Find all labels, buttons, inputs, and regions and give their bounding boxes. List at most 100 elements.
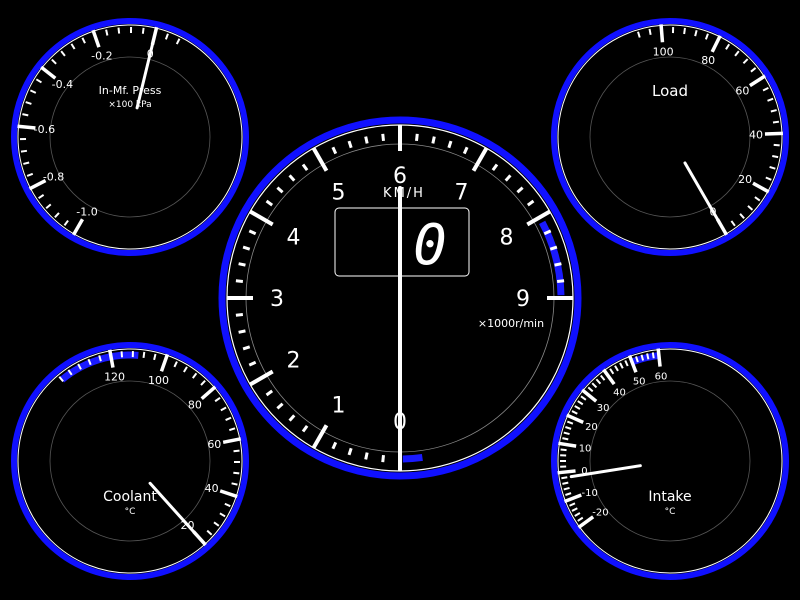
minor-tick — [219, 512, 226, 518]
minor-tick — [577, 516, 584, 522]
major-tick — [17, 124, 36, 130]
tick-label: 30 — [597, 403, 610, 414]
minor-tick — [231, 482, 238, 486]
minor-tick — [25, 101, 32, 105]
gauge-inner-ring — [17, 24, 243, 250]
gauge-title: Intake — [648, 489, 691, 505]
minor-tick — [331, 146, 338, 155]
tick-label: -0.2 — [91, 50, 112, 63]
minor-tick — [571, 507, 578, 512]
tick-label: 80 — [701, 54, 715, 67]
minor-tick — [554, 262, 562, 267]
minor-tick — [26, 172, 34, 177]
tick-label: 4 — [286, 226, 300, 251]
minor-tick — [248, 229, 257, 236]
gauge-needle — [683, 161, 722, 226]
minor-tick — [504, 174, 512, 182]
minor-tick — [22, 113, 29, 117]
tick-label: 6 — [393, 164, 407, 189]
tacho-redzone — [539, 220, 565, 296]
minor-tick — [549, 245, 558, 251]
minor-tick — [491, 163, 499, 172]
minor-tick — [173, 361, 178, 368]
major-tick — [581, 388, 598, 403]
coolant-temp-gauge: 20406080100120 Coolant °C — [11, 342, 249, 580]
minor-tick — [730, 220, 736, 227]
gauge-ring — [11, 342, 249, 580]
minor-tick — [238, 329, 246, 334]
minor-tick — [200, 379, 206, 386]
major-tick — [558, 441, 577, 448]
minor-tick — [562, 481, 569, 485]
gauge-ring — [551, 342, 789, 580]
minor-tick — [772, 120, 780, 124]
gauge-unit: °C — [665, 507, 676, 517]
major-tick — [249, 369, 274, 387]
minor-tick — [35, 78, 42, 84]
minor-tick — [566, 420, 574, 425]
tick-label: 20 — [738, 173, 752, 186]
major-tick — [219, 489, 238, 499]
major-tick — [659, 24, 665, 43]
major-tick — [764, 131, 783, 136]
minor-tick — [587, 386, 594, 393]
minor-tick — [242, 245, 251, 251]
minor-tick — [580, 395, 587, 401]
gauge-ticks — [557, 348, 662, 529]
tacho-ring — [218, 116, 582, 480]
minor-tick — [63, 219, 69, 226]
tick-label: 60 — [207, 438, 221, 451]
gauge-redzone — [59, 351, 139, 383]
major-tick — [526, 209, 551, 227]
tick-label: 2 — [286, 349, 300, 374]
minor-tick — [565, 426, 572, 430]
rpm-unit: ×1000r/min — [478, 317, 544, 330]
minor-tick — [619, 362, 624, 369]
minor-tick — [571, 410, 578, 415]
minor-tick — [224, 502, 231, 508]
minor-tick — [704, 33, 709, 40]
gauge-needle — [135, 38, 156, 110]
minor-tick — [595, 378, 602, 385]
minor-tick — [301, 424, 309, 433]
gauge-needle — [148, 481, 199, 537]
tick-label: 7 — [455, 180, 469, 205]
minor-tick — [98, 355, 102, 362]
minor-tick — [77, 363, 82, 370]
minor-tick — [563, 431, 570, 436]
minor-tick — [183, 366, 188, 373]
tick-label: 40 — [205, 482, 219, 495]
minor-tick — [769, 165, 776, 170]
minor-tick — [38, 194, 45, 200]
minor-tick — [229, 427, 236, 432]
minor-tick — [770, 109, 777, 113]
tacho-zero-indicator — [402, 453, 423, 463]
minor-tick — [225, 416, 232, 421]
major-tick — [71, 218, 85, 236]
tachometer: 0123456789 KM/H 0 ×1000r/min — [218, 116, 582, 480]
minor-tick — [447, 140, 453, 149]
minor-tick — [646, 353, 650, 360]
gauge-inner-ring — [17, 348, 243, 574]
tick-label: 9 — [516, 287, 530, 312]
minor-tick — [331, 441, 338, 450]
gauge-guide-circle — [589, 56, 751, 218]
minor-tick — [565, 492, 572, 496]
minor-tick — [754, 196, 761, 202]
tick-label: 0 — [581, 466, 587, 477]
tick-label: 80 — [188, 399, 202, 412]
gauge-tick-labels: -1.0-0.8-0.6-0.4-0.20 — [34, 47, 154, 218]
minor-tick — [574, 512, 581, 517]
gauge-inner-ring — [557, 24, 783, 250]
minor-tick — [58, 376, 64, 382]
minor-tick — [51, 58, 57, 65]
minor-tick — [591, 382, 598, 389]
major-tick — [40, 65, 57, 80]
major-tick — [710, 34, 722, 53]
speed-unit: KM/H — [383, 186, 425, 201]
tick-label: 50 — [633, 377, 646, 388]
minor-tick — [609, 368, 615, 375]
manifold-pressure-gauge: -1.0-0.8-0.6-0.4-0.20 In-Mf. Press ×100 … — [11, 18, 249, 256]
minor-tick — [574, 405, 581, 410]
minor-tick — [747, 205, 754, 211]
